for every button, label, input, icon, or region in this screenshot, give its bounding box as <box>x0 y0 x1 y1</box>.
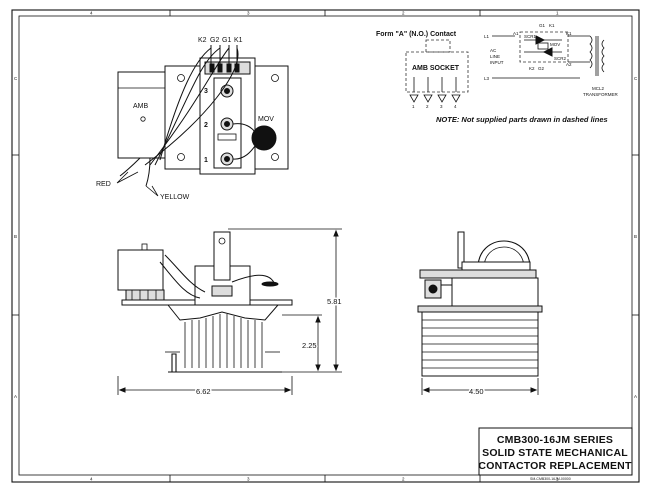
terminal-number-3: 3 <box>204 88 208 95</box>
dashed-lines-note: NOTE: Not supplied parts drawn in dashed… <box>436 115 608 124</box>
mov-label: MOV <box>258 116 274 123</box>
form-a-title: Form "A" (N.O.) Contact <box>376 31 457 38</box>
pin-4: 4 <box>454 104 457 109</box>
amb-label: AMB <box>133 103 149 110</box>
schematic-a1: A1 <box>513 31 519 36</box>
zone-right-b: B <box>634 234 637 239</box>
zone-top-3: 3 <box>247 11 250 16</box>
callout-yellow: YELLOW <box>160 194 190 201</box>
terminal-label-k2: K2 <box>198 37 207 44</box>
zone-left-c: C <box>14 76 18 81</box>
schematic-l1: L1 <box>484 34 490 39</box>
sheet-border <box>11 9 640 483</box>
dim-height-side: 5.81 <box>327 297 342 306</box>
zone-bottom-1: 1 <box>556 477 559 482</box>
title-line-2: SOLID STATE MECHANICAL <box>482 447 628 459</box>
dim-width-side: 6.62 <box>196 387 211 396</box>
schematic-scr1: SCR1 <box>524 34 537 39</box>
terminal-number-2: 2 <box>204 122 208 129</box>
ssr-module-end <box>451 277 539 307</box>
zone-left-a: A <box>14 394 17 399</box>
schematic-g1: G1 <box>539 23 546 28</box>
schematic-l3: L3 <box>484 76 490 81</box>
terminal-label-g1: G1 <box>222 37 231 44</box>
amb-socket-outline <box>405 51 469 93</box>
schematic-mov: MOV <box>550 42 560 47</box>
title-line-3: CONTACTOR REPLACEMENT <box>478 460 632 472</box>
line-input-ac: AC <box>490 48 497 53</box>
pin-2: 2 <box>426 104 429 109</box>
zone-left-b: B <box>14 234 17 239</box>
transformer-label: TRANSFORMER <box>583 92 619 97</box>
zone-bottom-3: 3 <box>247 477 250 482</box>
end-view: 4.50 <box>417 231 543 398</box>
pin-3: 3 <box>440 104 443 109</box>
zone-bottom-2: 2 <box>402 477 405 482</box>
schematic-g2: G2 <box>538 66 545 71</box>
line-input-line: LINE <box>490 54 500 59</box>
zone-top-4: 4 <box>90 11 93 16</box>
title-block: CMB300-16JM SERIES SOLID STATE MECHANICA… <box>478 427 633 481</box>
transformer-model: MCL2 <box>592 86 605 91</box>
schematic-scr2: SCR2 <box>554 56 567 61</box>
pin-1: 1 <box>412 104 415 109</box>
drawing-number: SM-CMB300-16JM-00000 <box>530 477 571 481</box>
dim-width-end: 4.50 <box>469 387 484 396</box>
zone-top-2: 2 <box>402 11 405 16</box>
zone-right-c: C <box>634 76 638 81</box>
amb-socket-label: AMB SOCKET <box>412 65 460 72</box>
schematic-k1: K1 <box>566 31 572 36</box>
side-view: 6.62 5.81 2.25 <box>117 228 343 398</box>
schematic-k2: K2 <box>529 66 535 71</box>
dim-base-side: 2.25 <box>302 341 317 350</box>
schematic-a2: A2 <box>566 62 572 67</box>
line-input-input: INPUT <box>490 60 504 65</box>
schematic-k1-top: K1 <box>549 23 555 28</box>
form-a-contact: Form "A" (N.O.) Contact AMB SOCKET 1 2 3… <box>376 31 469 109</box>
terminal-label-k1: K1 <box>234 37 243 44</box>
terminal-number-1: 1 <box>204 157 208 164</box>
schematic: L1 L3 AC LINE INPUT A1 G1 K1 SCR1 SCR2 M… <box>484 23 619 97</box>
mov-disc <box>251 125 277 151</box>
zone-labels: 4 3 2 1 4 3 2 1 C B A C B A <box>14 11 638 482</box>
amb-block-side <box>117 249 164 291</box>
title-line-1: CMB300-16JM SERIES <box>497 434 613 446</box>
zone-bottom-4: 4 <box>90 477 93 482</box>
top-view: AMB 3 2 1 K2 G2 G1 K1 MOV RED YELLOW <box>96 37 289 201</box>
zone-right-a: A <box>634 394 637 399</box>
amb-block <box>117 71 166 159</box>
zone-top-1: 1 <box>556 11 559 16</box>
callout-red: RED <box>96 181 111 188</box>
terminal-label-g2: G2 <box>210 37 219 44</box>
